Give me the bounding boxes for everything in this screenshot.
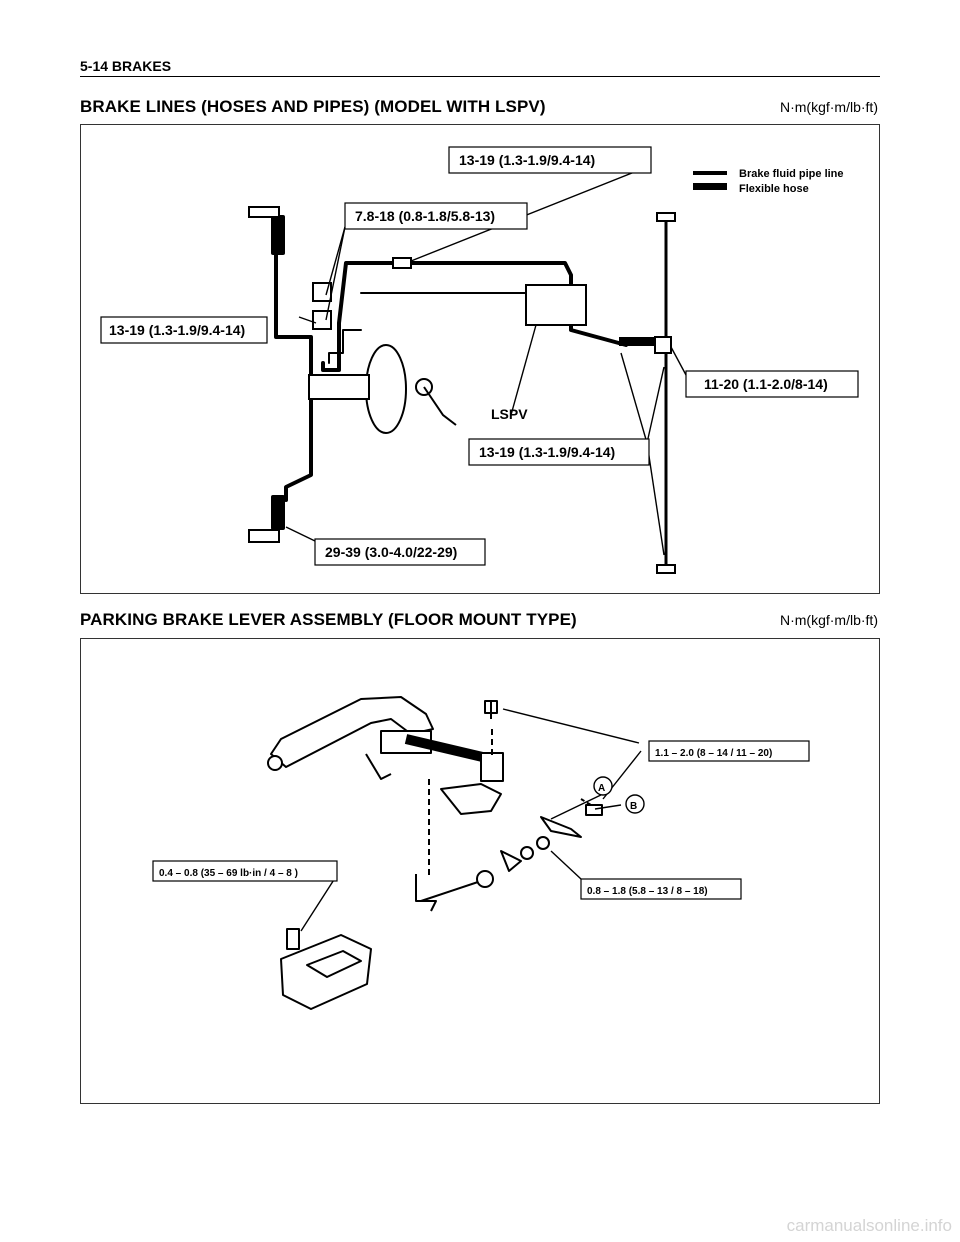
cable-clip — [540, 816, 582, 838]
release-button — [267, 755, 283, 771]
brake-lines-title: BRAKE LINES (HOSES AND PIPES) (MODEL WIT… — [80, 97, 546, 116]
adjuster-nut — [476, 870, 494, 888]
torque-callouts: 13-19 (1.3-1.9/9.4-14) 7.8-18 (0.8-1.8/5… — [100, 146, 859, 566]
leader-6 — [285, 526, 316, 542]
callout-p1: 1.1 – 2.0 (8 – 14 / 11 – 20) — [655, 748, 772, 759]
callout-box-3 — [100, 316, 268, 344]
leader-p1 — [502, 708, 640, 744]
rear-flexible-hose — [619, 337, 659, 346]
rear-right-connector — [656, 212, 676, 222]
lever-bracket — [480, 752, 504, 782]
nut-1 — [520, 846, 534, 860]
brake-lines-diagram: Brake fluid pipe line Flexible hose 13-1… — [80, 124, 880, 594]
parking-brake-diagram: 1.1 – 2.0 (8 – 14 / 11 – 20) 0.4 – 0.8 (… — [80, 638, 880, 1104]
marker-a: A — [598, 783, 605, 794]
leader-2a — [325, 226, 346, 296]
callout-5: 13-19 (1.3-1.9/9.4-14) — [479, 444, 615, 460]
callout-box-2 — [344, 202, 528, 230]
page-header: 5-14 BRAKES — [80, 58, 172, 74]
front-left-brake — [248, 529, 280, 543]
callout-box-1 — [448, 146, 652, 174]
lever-shaft — [404, 734, 493, 764]
upper-junction — [312, 282, 332, 302]
pipe-union — [392, 257, 412, 269]
header-rule — [80, 76, 880, 77]
callout-box-p2 — [152, 860, 338, 882]
leader-p4 — [550, 850, 582, 880]
clip-axis — [580, 798, 602, 812]
callout-1: 13-19 (1.3-1.9/9.4-14) — [459, 152, 595, 168]
front-right-brake — [248, 206, 280, 218]
marker-b: B — [630, 801, 637, 812]
callout-box-5 — [468, 438, 650, 466]
upper-bolt — [484, 700, 498, 719]
leader-5a — [620, 352, 648, 444]
legend-hose-swatch — [693, 183, 727, 190]
adjuster-rod — [420, 880, 482, 902]
cable-end — [415, 874, 437, 912]
callout-2: 7.8-18 (0.8-1.8/5.8-13) — [355, 208, 495, 224]
watermark: carmanualsonline.info — [786, 1216, 952, 1235]
mounting-bracket — [440, 783, 502, 815]
brake-pedal — [423, 386, 457, 426]
console-bolt — [286, 928, 300, 950]
parking-brake-drawing: 1.1 – 2.0 (8 – 14 / 11 – 20) 0.4 – 0.8 (… — [152, 696, 810, 1010]
parking-brake-unit: N·m(kgf·m/lb·ft) — [780, 612, 878, 628]
callout-box-p3 — [580, 878, 742, 900]
callout-box-p1 — [648, 740, 810, 762]
callout-p3: 0.8 – 1.8 (5.8 – 13 / 8 – 18) — [587, 886, 708, 897]
clip-bolt — [585, 804, 603, 816]
callout-box-4 — [685, 370, 859, 398]
lspv-label: LSPV — [491, 406, 528, 422]
adjuster — [500, 850, 522, 872]
callout-p2: 0.4 – 0.8 (35 – 69 lb·in / 4 – 8 ) — [159, 868, 298, 879]
front-left-hose — [271, 215, 285, 255]
left-pipe — [274, 253, 313, 502]
marker-b-circle — [625, 794, 645, 814]
legend-pipe-label: Brake fluid pipe line — [739, 168, 844, 180]
legend-pipe-swatch — [693, 171, 727, 175]
ratchet-plate — [365, 753, 392, 780]
master-cylinder — [308, 374, 370, 400]
leader-5c — [646, 442, 665, 556]
callout-4: 11-20 (1.1-2.0/8-14) — [704, 376, 828, 392]
lspv-valve — [525, 284, 587, 326]
leader-p3 — [300, 874, 338, 932]
callout-box-6 — [314, 538, 486, 566]
leader-4 — [670, 346, 687, 376]
parking-brake-parts — [267, 696, 603, 1010]
callout-3: 13-19 (1.3-1.9/9.4-14) — [109, 322, 245, 338]
legend-hose-label: Flexible hose — [739, 183, 809, 195]
front-left-lower-hose — [271, 495, 285, 530]
brake-booster — [365, 344, 407, 434]
parking-brake-title: PARKING BRAKE LEVER ASSEMBLY (FLOOR MOUN… — [80, 610, 577, 629]
lspv-leader — [510, 324, 537, 416]
leader-5b — [646, 366, 665, 444]
leader-3b — [298, 316, 317, 324]
rear-left-connector — [656, 564, 676, 574]
parking-callouts: 1.1 – 2.0 (8 – 14 / 11 – 20) 0.4 – 0.8 (… — [152, 740, 810, 900]
leader-a — [550, 792, 606, 820]
legend: Brake fluid pipe line Flexible hose — [693, 168, 844, 195]
rear-junction — [654, 336, 672, 354]
lower-junction — [312, 310, 332, 330]
rear-pipe — [328, 329, 362, 364]
brake-lines-unit: N·m(kgf·m/lb·ft) — [780, 99, 878, 115]
nut-2 — [536, 836, 550, 850]
lever-handle — [270, 696, 434, 768]
callout-6: 29-39 (3.0-4.0/22-29) — [325, 544, 457, 560]
marker-a-circle — [593, 776, 613, 796]
leader-2b — [325, 226, 346, 321]
brake-lines-drawing: Brake fluid pipe line Flexible hose 13-1… — [100, 146, 859, 574]
console-opening — [306, 950, 362, 978]
leader-b — [594, 804, 622, 810]
